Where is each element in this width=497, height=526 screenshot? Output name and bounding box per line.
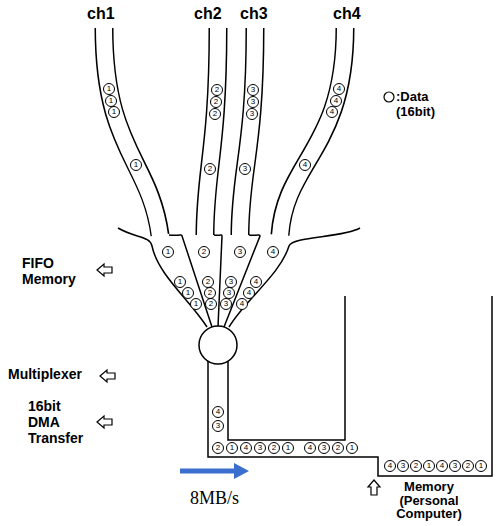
channel-tube [104, 28, 345, 235]
data-word: 1 [475, 460, 487, 472]
data-word: 1 [190, 298, 202, 310]
data-word: 4 [436, 460, 448, 472]
data-word: 4 [240, 442, 252, 454]
data-word: 3 [318, 442, 330, 454]
data-word: 3 [254, 442, 266, 454]
data-word: 2 [205, 298, 217, 310]
data-word: 2 [204, 163, 216, 175]
data-word: 1 [162, 246, 174, 258]
data-word: 3 [246, 108, 258, 120]
data-word: 3 [234, 246, 246, 258]
channel-name: ch2 [194, 5, 222, 23]
dma-tube [208, 296, 492, 476]
data-word: 3 [247, 96, 259, 108]
data-word: 2 [462, 460, 474, 472]
data-word: 2 [198, 246, 210, 258]
stage-label: Multiplexer [8, 366, 100, 382]
data-word: 2 [212, 442, 224, 454]
rate-label: 8MB/s [190, 488, 239, 508]
data-word: 2 [332, 442, 344, 454]
data-word: 2 [210, 96, 222, 108]
data-word: 4 [384, 460, 396, 472]
data-word: 2 [410, 460, 422, 472]
data-word: 1 [226, 442, 238, 454]
data-word: 4 [267, 246, 279, 258]
pointer-arrow [97, 264, 380, 495]
data-word: 4 [243, 287, 255, 299]
data-word: 1 [130, 159, 142, 171]
data-word: 3 [449, 460, 461, 472]
data-word: 4 [236, 298, 248, 310]
fifo-funnel [118, 228, 360, 327]
data-word: 2 [209, 108, 221, 120]
data-word: 3 [220, 298, 232, 310]
data-word: 2 [268, 442, 280, 454]
data-word: 4 [326, 106, 338, 118]
stage-label: FIFO Memory [22, 255, 94, 287]
multiplexer-circle [199, 326, 237, 364]
data-word: 4 [250, 276, 262, 288]
data-word: 1 [423, 460, 435, 472]
data-word: 4 [212, 406, 224, 418]
data-word: 1 [108, 106, 120, 118]
channel-name: ch1 [87, 5, 115, 23]
data-word: 1 [282, 442, 294, 454]
data-word: 1 [182, 287, 194, 299]
data-word: 3 [247, 84, 259, 96]
channel-name: ch4 [333, 5, 361, 23]
data-word: 4 [333, 83, 345, 95]
legend-text: :Data (16bit) [396, 89, 454, 119]
data-word: 3 [239, 163, 251, 175]
data-word: 2 [211, 84, 223, 96]
data-word: 1 [174, 276, 186, 288]
data-word: 1 [346, 442, 358, 454]
data-word: 4 [299, 159, 311, 171]
data-symbol [384, 92, 394, 102]
data-word: 3 [212, 420, 224, 432]
memory-label: Memory (Personal Computer) [386, 480, 472, 521]
data-word: 1 [103, 83, 115, 95]
data-word: 4 [304, 442, 316, 454]
flow-arrow [180, 463, 249, 479]
stage-label: 16bit DMA Transfer [28, 398, 94, 446]
channel-name: ch3 [240, 5, 268, 23]
data-word: 3 [397, 460, 409, 472]
